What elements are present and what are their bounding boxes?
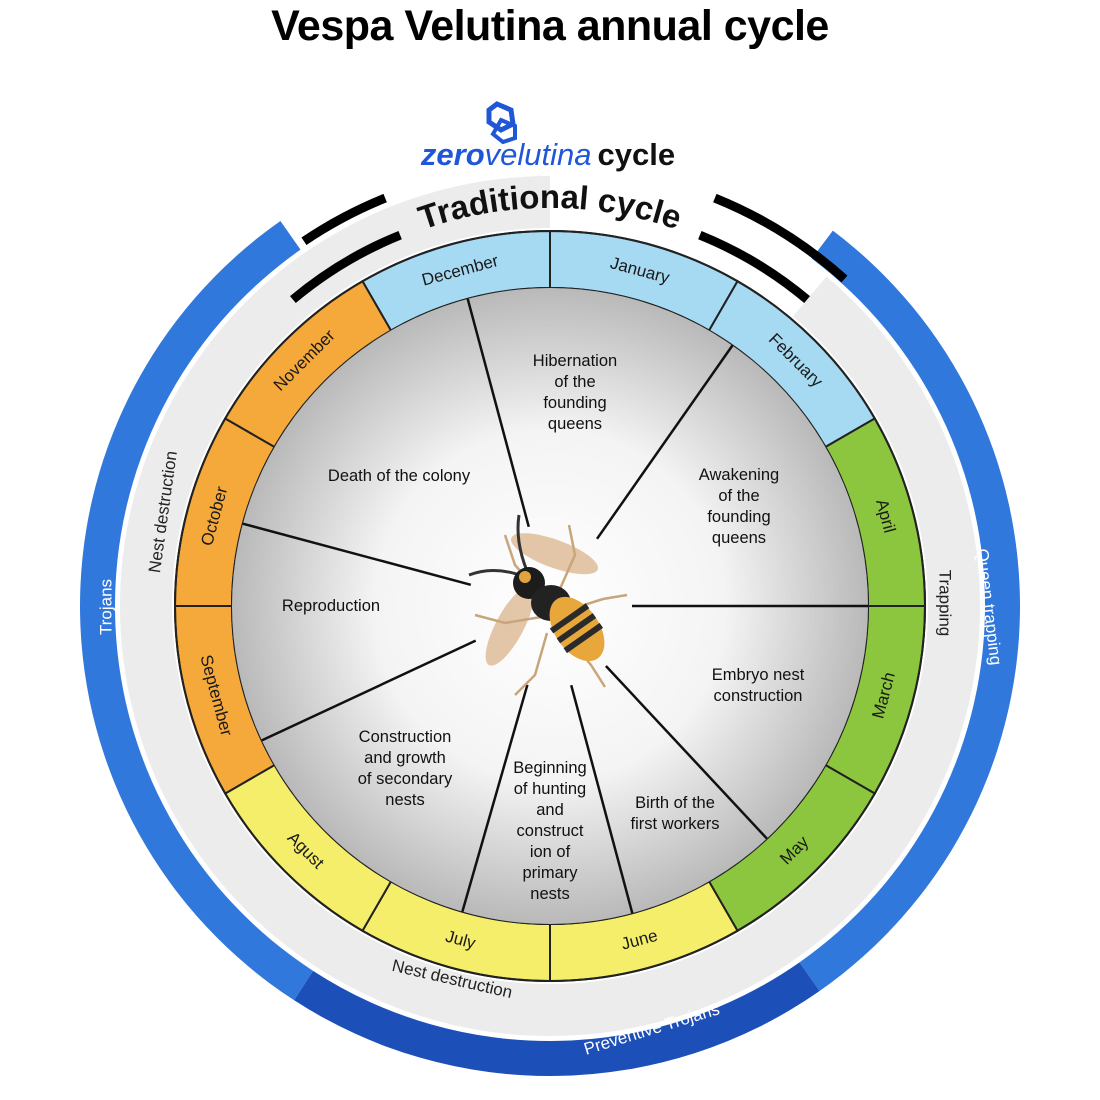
trojans-label: Trojans: [96, 579, 115, 635]
phase-divider: [461, 684, 529, 913]
preventive-trojans-band: [294, 962, 820, 1076]
trojans-band: [80, 220, 1020, 1076]
phase-label: Reproduction: [282, 597, 380, 615]
trapping-label: Trapping: [936, 570, 955, 636]
phase-divider: [261, 639, 477, 742]
logo-zero: zero: [420, 137, 485, 172]
phase-divider: [242, 522, 472, 586]
phase-divider: [596, 344, 734, 540]
logo-icon: [486, 101, 517, 145]
zv-arc-right: [713, 193, 848, 283]
queen-trapping-band: [799, 230, 1020, 992]
cycle-arcs: [289, 193, 848, 304]
trad-arc-right: [698, 230, 811, 304]
trad-arc-left: [289, 230, 402, 304]
logo-cycle: cycle: [598, 137, 676, 172]
phase-divider: [570, 684, 634, 914]
phase-divider: [605, 665, 768, 840]
phase-dividers: [242, 298, 868, 914]
phase-divider: [466, 298, 530, 528]
page-title: Vespa Velutina annual cycle: [271, 2, 829, 50]
zv-arc-left: [301, 193, 387, 245]
logo-velutina: velutina: [485, 137, 592, 172]
wasp-icon: [468, 514, 628, 696]
phase-label: Death of the colony: [328, 467, 471, 485]
trojans-band: [80, 220, 314, 1001]
